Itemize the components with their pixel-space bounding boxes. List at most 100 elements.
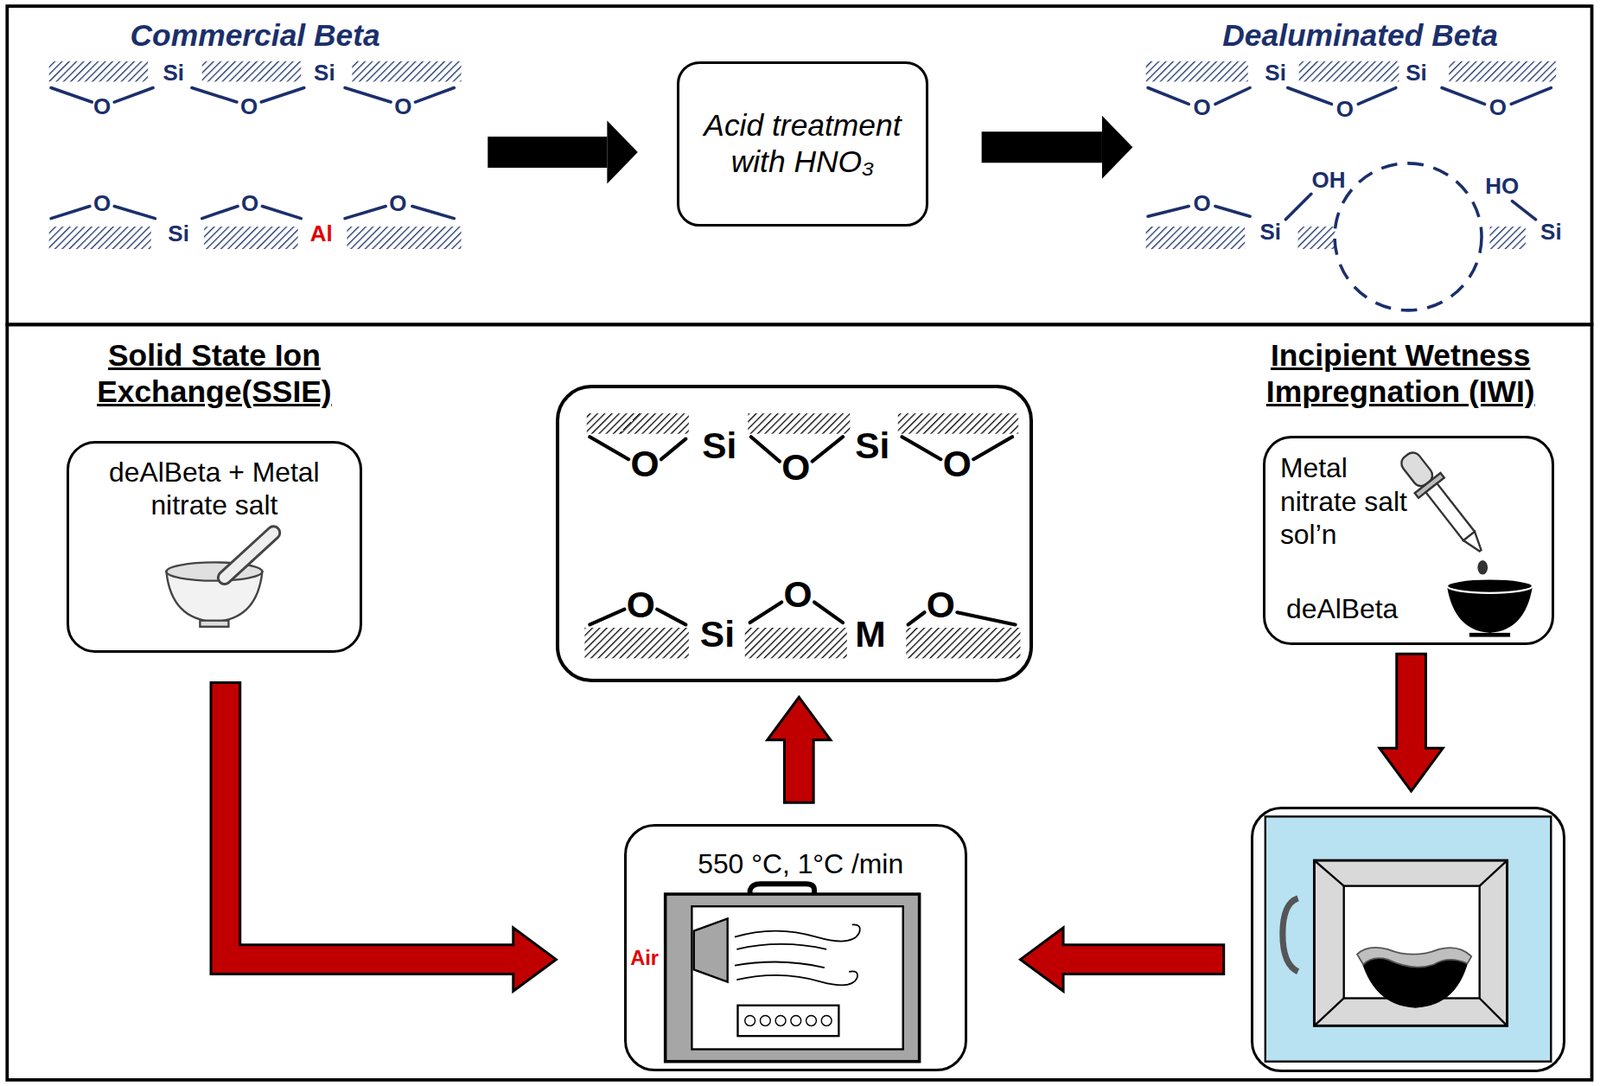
atom-label: O [388,191,407,217]
zeolite-framework [956,611,1015,625]
atom-label: O [781,446,810,489]
structure-sketch: Dealuminated BetaSiSiOOOOHHOOSiSi [1141,18,1572,325]
drying-oven-drawing [1357,947,1472,968]
drying-oven-drawing [1313,860,1344,887]
arrow-part [767,696,831,740]
method-text: Metal nitrate salt sol’n [1280,451,1411,551]
mortar-and-pestle [199,620,229,627]
zeolite-framework [344,88,391,103]
panel-frames [6,6,1592,1080]
section-heading: Incipient Wetness Impregnation (IWI) [1224,337,1577,411]
atom-label: Si [162,60,185,87]
bowl [1469,632,1511,638]
atom-label: Si [167,222,190,249]
method-text: deAlBeta + Metal nitrate salt [76,455,353,523]
process-arrow [767,696,831,804]
zeolite-framework [50,205,90,218]
bowl [1447,578,1533,593]
zeolite-framework [1215,205,1250,217]
atom-label: Si [1540,219,1562,246]
dropper [1463,531,1486,555]
zeolite-framework [750,601,783,623]
atom-label: O [943,443,972,486]
drying-oven-drawing [1479,997,1508,1026]
heading: Commercial Beta [129,18,380,54]
process-label: Acid treatment with HNO₃ [688,107,918,181]
atom-label: Si [1259,219,1282,246]
zeolite-framework [114,88,153,103]
zeolite-framework [261,205,301,218]
zeolite-framework [351,61,461,83]
atom-label: Si [1264,60,1287,87]
zeolite-framework [1147,205,1189,217]
furnace [821,1015,832,1027]
atom-label: O [93,191,111,217]
arrow-part [1397,655,1425,750]
panel-frames [6,6,1592,325]
furnace [737,1005,839,1036]
condition-label: 550 °C, 1°C /min [697,847,904,880]
zeolite-framework [905,627,1020,658]
dropper [1393,445,1494,574]
zeolite-framework [414,88,454,103]
zeolite-framework [344,205,386,218]
atom-label: O [241,191,259,217]
heading: Dealuminated Beta [1222,18,1499,54]
atom-label: O [1489,95,1507,122]
zeolite-framework [49,61,1557,249]
zeolite-framework [49,61,149,83]
zeolite-framework [973,436,1013,459]
arrow-part [1379,747,1443,791]
zeolite-framework [589,436,629,459]
furnace [745,1015,756,1027]
atom-label: Si [701,424,737,467]
process-arrow [225,681,556,991]
arrow-part [225,683,516,960]
process-arrow [981,115,1134,179]
zeolite-framework [751,436,780,461]
atom-label: O [1193,191,1212,217]
furnace [665,883,920,1061]
atom-label: O [93,94,111,121]
zeolite-framework [661,439,686,460]
zeolite-framework [346,226,461,249]
section-heading: Solid State Ion Exchange(SSIE) [61,337,368,411]
zeolite-framework [1298,226,1338,249]
method-box: Incipient Wetness Impregnation (IWI) Meta… [1224,337,1577,645]
drying-oven-drawing [1313,860,1507,1026]
atom-label: O [1193,95,1212,122]
zeolite-framework [1489,226,1525,249]
bowl [1447,578,1533,637]
zeolite-framework [814,601,843,623]
furnace [736,943,827,950]
drying-oven-drawing [1313,997,1344,1026]
atom-label: Si [854,424,890,467]
zeolite-framework [1285,193,1312,220]
zeolite-framework [1146,226,1246,249]
zeolite-framework [1299,61,1400,83]
zeolite-framework [1448,61,1556,83]
process-box: Acid treatment with HNO₃ [676,61,930,227]
arrow-part [225,681,514,960]
furnace [745,1015,832,1027]
drying-oven-drawing [1282,898,1299,972]
dropper [1425,483,1475,541]
zeolite-framework [747,413,850,434]
atom-label: M [854,613,886,657]
atom-label: Si [1405,60,1428,87]
furnace [759,1015,771,1027]
zeolite-framework [1441,88,1486,105]
atom-label: O [631,443,660,486]
arrow-part [1102,115,1133,179]
zeolite-framework [586,413,689,434]
zeolite-framework [412,205,454,218]
dropper [1393,445,1494,561]
zeolite-framework [812,436,843,461]
arrow-part [1019,927,1064,991]
atom-label: Si [313,60,336,87]
oven-box [1250,806,1566,1072]
atom-label: O [784,573,813,617]
atom-label: O [1336,97,1354,124]
furnace [691,905,903,1049]
drying-oven-drawing [1265,815,1552,1061]
